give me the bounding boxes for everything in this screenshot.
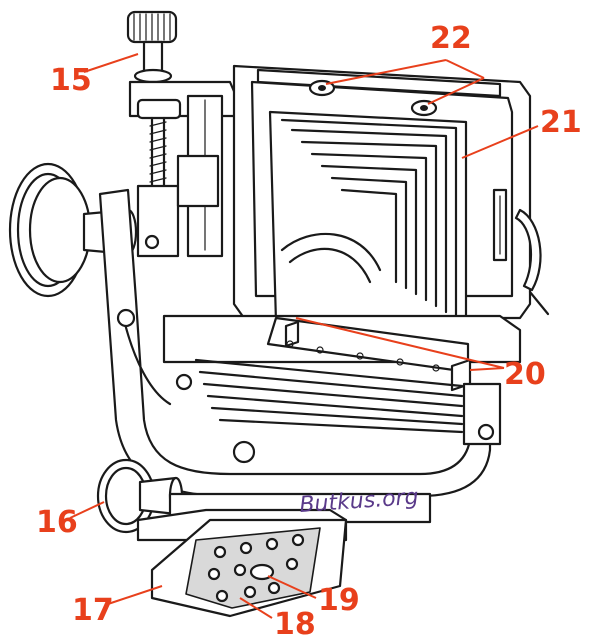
rise-column <box>128 80 238 258</box>
leader-22c <box>427 77 485 105</box>
callout-20: 20 <box>504 357 546 392</box>
leader-17 <box>107 585 163 605</box>
camera-line-art <box>8 10 550 618</box>
callout-21: 21 <box>540 105 582 140</box>
callout-19: 19 <box>318 583 360 618</box>
callout-18: 18 <box>274 607 316 636</box>
mount-plate <box>136 492 432 618</box>
leader-lines <box>69 53 539 619</box>
lower-shelf <box>162 314 522 392</box>
leader-15 <box>83 53 139 73</box>
leader-20 <box>295 317 505 369</box>
lower-pleats <box>194 358 502 446</box>
lens-standard-frame <box>232 64 550 324</box>
leader-22b <box>445 59 485 79</box>
leader-18 <box>239 597 273 619</box>
callout-22: 22 <box>430 21 472 56</box>
callout-16: 16 <box>36 505 78 540</box>
leader-20b <box>469 367 505 371</box>
leader-19 <box>267 575 317 599</box>
leader-16 <box>69 501 105 519</box>
leader-21 <box>461 125 539 159</box>
callout-15: 15 <box>50 63 92 98</box>
bottom-lock-knob <box>96 458 184 534</box>
callout-labels: 15 16 17 18 19 20 21 22 <box>36 21 582 636</box>
leader-22a <box>325 59 447 85</box>
callout-17: 17 <box>72 593 114 628</box>
top-knob <box>126 10 178 84</box>
